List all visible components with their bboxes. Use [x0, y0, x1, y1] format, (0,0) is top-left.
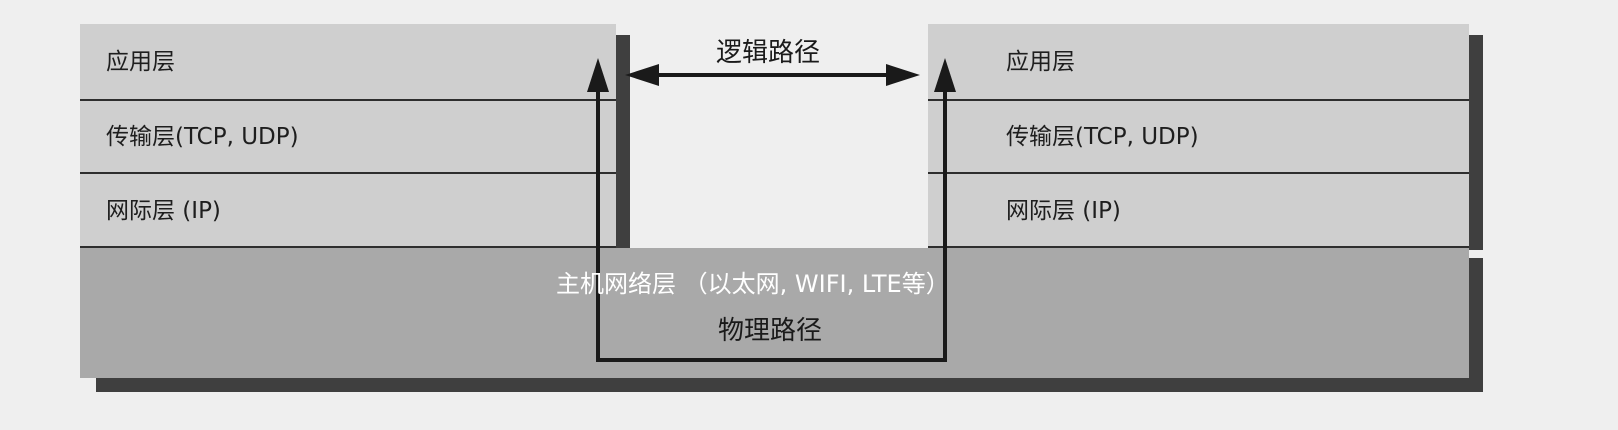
logical-path-label: 逻辑路径 [716, 38, 821, 68]
physical-path-label: 物理路径 [718, 316, 823, 346]
right-transport-layer [928, 101, 1469, 174]
right-internet-layer [928, 174, 1469, 248]
logical-path-arrow [625, 64, 920, 86]
left-transport-label: 传输层(TCP, UDP) [106, 124, 299, 150]
host-network-label: 主机网络层 （以太网, WIFI, LTE等） [556, 270, 950, 298]
left-internet-layer [80, 174, 616, 248]
right-application-label: 应用层 [1006, 49, 1075, 75]
physical-path-arrow [587, 58, 956, 362]
left-application-label: 应用层 [106, 49, 175, 75]
left-application-layer [80, 24, 616, 101]
right-transport-label: 传输层(TCP, UDP) [1006, 124, 1199, 150]
left-transport-layer [80, 101, 616, 174]
right-application-layer [928, 24, 1469, 101]
left-internet-label: 网际层 (IP) [106, 198, 221, 224]
right-internet-label: 网际层 (IP) [1006, 198, 1121, 224]
host-network-layer [80, 248, 1469, 378]
